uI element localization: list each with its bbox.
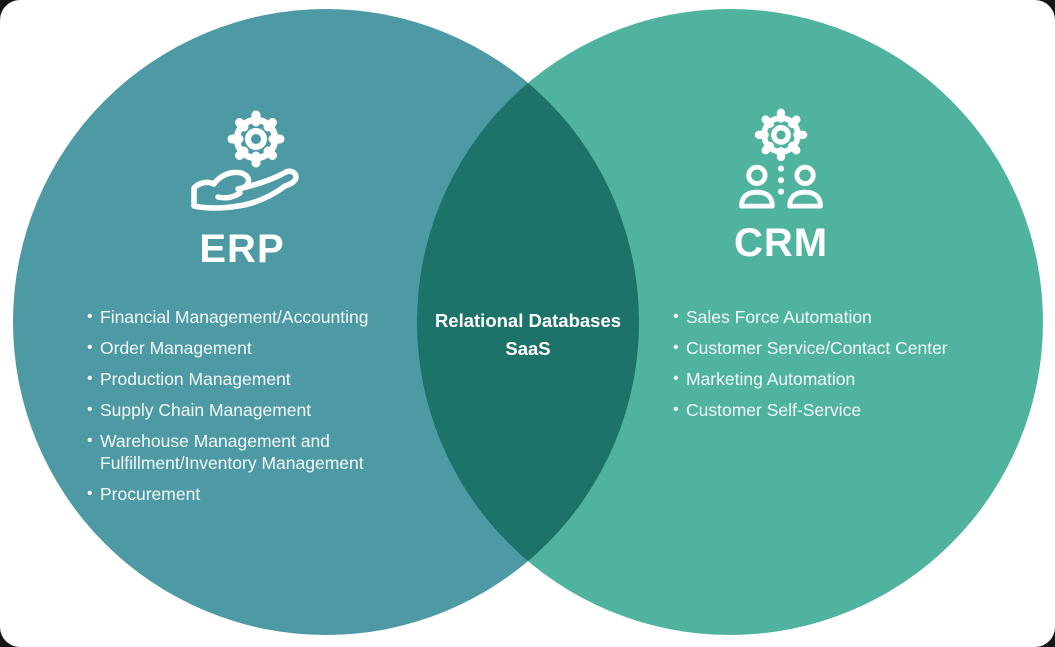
erp-item: Order Management [86,337,386,359]
gear-people-icon [739,108,823,209]
overlap-region [417,9,639,635]
erp-item: Financial Management/Accounting [86,306,386,328]
erp-item: Procurement [86,483,386,505]
erp-item: Supply Chain Management [86,399,386,421]
erp-item-list: Financial Management/Accounting Order Ma… [86,306,386,514]
crm-title: CRM [733,221,829,265]
erp-title: ERP [199,227,285,271]
overlap-item: Relational Databases [434,310,622,331]
gear-hand-icon [191,110,299,211]
crm-item: Customer Self-Service [672,399,984,421]
erp-item: Warehouse Management and Fulfillment/Inv… [86,430,386,474]
overlap-item: SaaS [505,338,551,359]
crm-header: CRM [631,104,931,265]
erp-header: ERP [92,102,392,271]
overlap-text: Relational Databases SaaS [418,307,638,363]
crm-item: Sales Force Automation [672,306,984,328]
erp-item: Production Management [86,368,386,390]
crm-item: Marketing Automation [672,368,984,390]
crm-item: Customer Service/Contact Center [672,337,984,359]
crm-item-list: Sales Force Automation Customer Service/… [672,306,984,430]
